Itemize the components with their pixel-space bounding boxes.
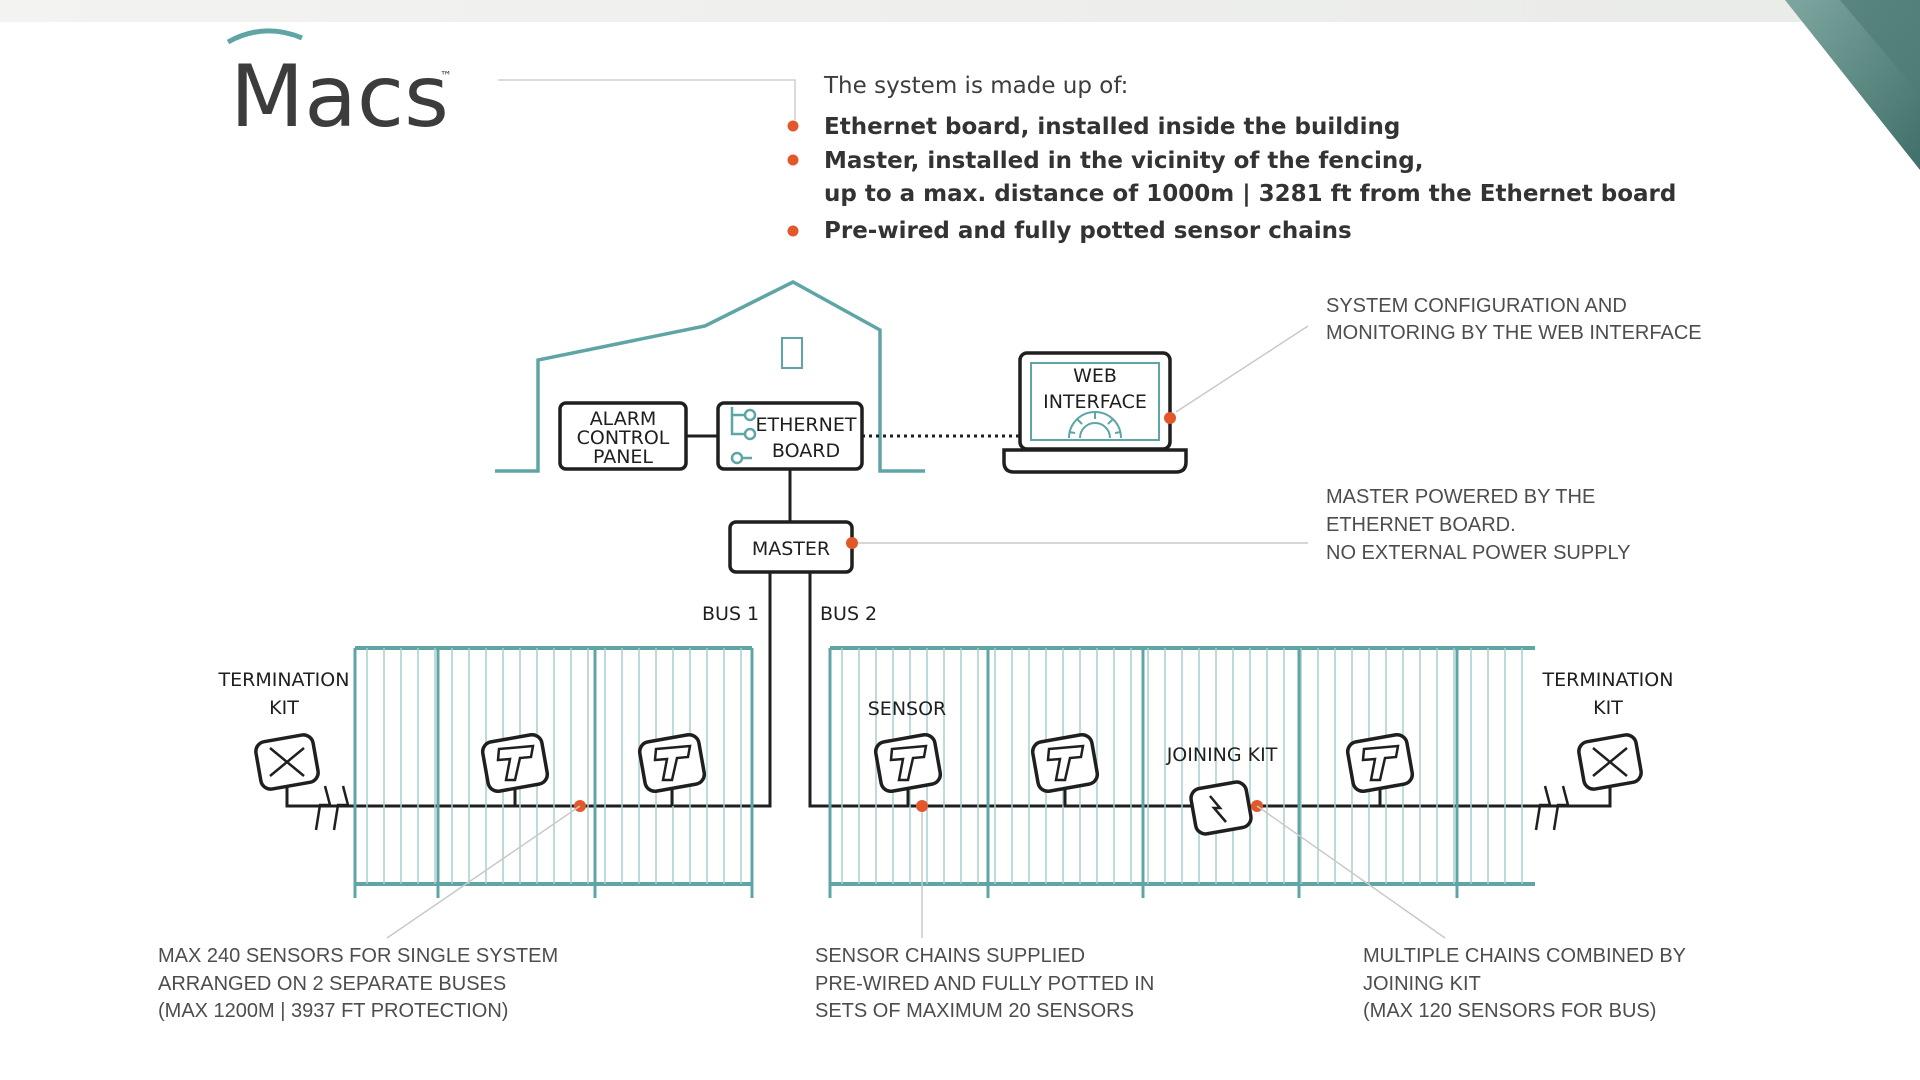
web-annotation-1: SYSTEM CONFIGURATION AND [1326,295,1627,317]
laptop-base [1002,448,1188,474]
building-window [781,337,803,369]
sensor-box [480,733,550,793]
bus1-line [333,572,772,808]
sensor [637,733,707,806]
intro-heading: The system is made up of: [823,73,1128,99]
intro-bullet-master-line2: up to a max. distance of 1000m | 3281 ft… [824,181,1676,207]
logo-arc [226,28,303,45]
bus2-label: BUS 2 [820,603,877,625]
t-icon [496,744,535,782]
termination-left-label-1: TERMINATION [218,669,350,691]
web-callout-dot [1164,412,1176,424]
chains-annotation-1: SENSOR CHAINS SUPPLIED [815,945,1085,967]
joining-kit [1189,780,1253,836]
sensor-box [637,733,707,793]
bullet-dot [787,225,799,237]
sensor [873,733,943,806]
sensor [1030,733,1100,806]
t-icon [653,744,692,782]
ethernet-board-label-1: ETHERNET [756,414,857,436]
termination-left-label-2: KIT [269,697,299,719]
alarm-panel-label-3: PANEL [593,446,653,468]
termination-kit-left [254,733,350,831]
t-icon [1361,744,1400,782]
alarm-panel-label-2: CONTROL [577,427,670,449]
building-outline [495,280,925,473]
sensor-label: SENSOR [868,698,947,720]
logo-trademark: ™ [440,69,452,83]
intro-bullet-chains: Pre-wired and fully potted sensor chains [824,218,1352,244]
master-annotation-2: ETHERNET BOARD. [1326,514,1516,536]
alarm-panel-label-1: ALARM [590,408,657,430]
joining-callout-line [1256,805,1446,939]
cross-icon [1592,747,1628,777]
intro-bullet-ethernet: Ethernet board, installed inside the bui… [824,114,1400,140]
laptop: WEB INTERFACE [1002,351,1188,474]
sensor-box [1345,733,1415,793]
sensor [1345,733,1415,806]
master-callout-dot [846,537,858,549]
web-interface-label-1: WEB [1073,365,1117,387]
web-callout-line [1175,325,1309,413]
laptop-screen-inner [1030,362,1160,441]
intro-list: The system is made up of: Ethernet board… [787,73,1676,244]
top-band [0,0,1920,22]
termination-right-label-1: TERMINATION [1542,669,1674,691]
bullet-dot [787,154,799,166]
bus1-label: BUS 1 [702,603,759,625]
joining-annotation-1: MULTIPLE CHAINS COMBINED BY [1363,945,1686,967]
logo-wordmark: Macs [230,47,449,147]
sensors-annotation-3: (MAX 1200M | 3937 FT PROTECTION) [158,1000,508,1022]
web-annotation-2: MONITORING BY THE WEB INTERFACE [1326,322,1702,344]
bus2-line [808,572,1540,808]
logo-leader-line [498,79,796,120]
sensor-box [873,733,943,793]
ethernet-board-label-2: BOARD [772,440,840,462]
sensors-annotation-2: ARRANGED ON 2 SEPARATE BUSES [158,973,506,995]
building: ALARM CONTROL PANEL ETHERNET BOARD [495,280,925,473]
sensor-group [480,733,1415,806]
master-label: MASTER [752,538,830,560]
web-interface-label-2: INTERFACE [1043,391,1147,413]
break-symbol [314,785,350,831]
chains-callout-dot [916,800,928,812]
termination-kit-right [1534,733,1643,831]
gear-icon [1068,411,1122,439]
chains-annotation-2: PRE-WIRED AND FULLY POTTED IN [815,973,1154,995]
termination-right-label-2: KIT [1593,697,1623,719]
macs-logo: Macs ™ [226,28,452,147]
sensors-annotation-1: MAX 240 SENSORS FOR SINGLE SYSTEM [158,945,558,967]
sensors-callout-line [386,805,581,939]
ethernet-board-network-icon [730,407,757,465]
t-icon [1046,744,1085,782]
cross-icon [269,747,305,777]
break-symbol [1534,785,1570,831]
joining-annotation-2: JOINING KIT [1363,973,1481,995]
sensor-box [1030,733,1100,793]
lightning-icon [1209,795,1227,823]
sensor [480,733,550,806]
chains-annotation-3: SETS OF MAXIMUM 20 SENSORS [815,1000,1134,1022]
joining-annotation-3: (MAX 120 SENSORS FOR BUS) [1363,1000,1656,1022]
intro-bullet-master: Master, installed in the vicinity of the… [824,148,1423,174]
t-icon [889,744,928,782]
master-annotation-3: NO EXTERNAL POWER SUPPLY [1326,542,1631,564]
joining-kit-label: JOINING KIT [1166,744,1278,766]
bullet-dot [787,120,799,132]
master-annotation-1: MASTER POWERED BY THE [1326,486,1595,508]
corner-decoration-inner [1840,0,1920,95]
